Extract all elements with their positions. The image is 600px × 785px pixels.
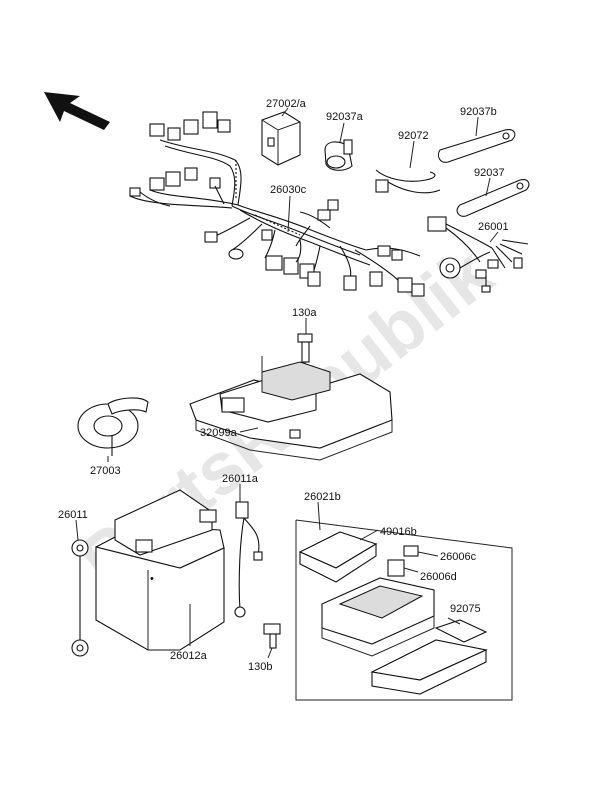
battery-part: • xyxy=(95,489,225,651)
battery-cable-a xyxy=(234,501,263,618)
label-130b: 130b xyxy=(248,661,272,673)
label-26030c: 26030c xyxy=(270,184,307,196)
label-27003: 27003 xyxy=(90,465,121,477)
bolt-130b xyxy=(263,623,281,649)
front-arrow-icon xyxy=(44,92,110,130)
label-26001: 26001 xyxy=(478,221,509,233)
label-49016b: 49016b xyxy=(380,526,417,538)
label-26006d: 26006d xyxy=(420,571,457,583)
label-27002a: 27002/a xyxy=(266,98,307,110)
battery-mark: • xyxy=(150,573,154,585)
wiring-harness xyxy=(129,111,425,297)
label-92037a: 92037a xyxy=(326,111,364,123)
callout-labels: 27002/a 92037a 92037b 92072 92037 26030c… xyxy=(58,98,509,673)
label-130a: 130a xyxy=(292,307,317,319)
holder-bracket xyxy=(456,179,530,217)
horn-part xyxy=(77,397,149,456)
label-92072: 92072 xyxy=(398,130,429,142)
label-92037b: 92037b xyxy=(460,106,497,118)
label-26012a: 26012a xyxy=(170,650,208,662)
sub-harness xyxy=(427,216,529,293)
label-92075: 92075 xyxy=(450,603,481,615)
battery-tray xyxy=(189,356,393,461)
label-92037: 92037 xyxy=(474,167,505,179)
label-26006c: 26006c xyxy=(440,551,477,563)
relay-part xyxy=(261,111,301,166)
label-26011: 26011 xyxy=(58,509,88,521)
clamp-part xyxy=(324,139,353,171)
label-26011a: 26011a xyxy=(222,473,259,485)
cable-tie-part xyxy=(375,169,441,194)
fuse-box-group xyxy=(295,519,513,701)
label-26021b: 26021b xyxy=(304,491,341,503)
label-32099a: 32099a xyxy=(200,427,238,439)
leader-lines xyxy=(75,107,499,659)
battery-cable xyxy=(71,539,89,657)
holder-bracket-b xyxy=(437,129,516,163)
